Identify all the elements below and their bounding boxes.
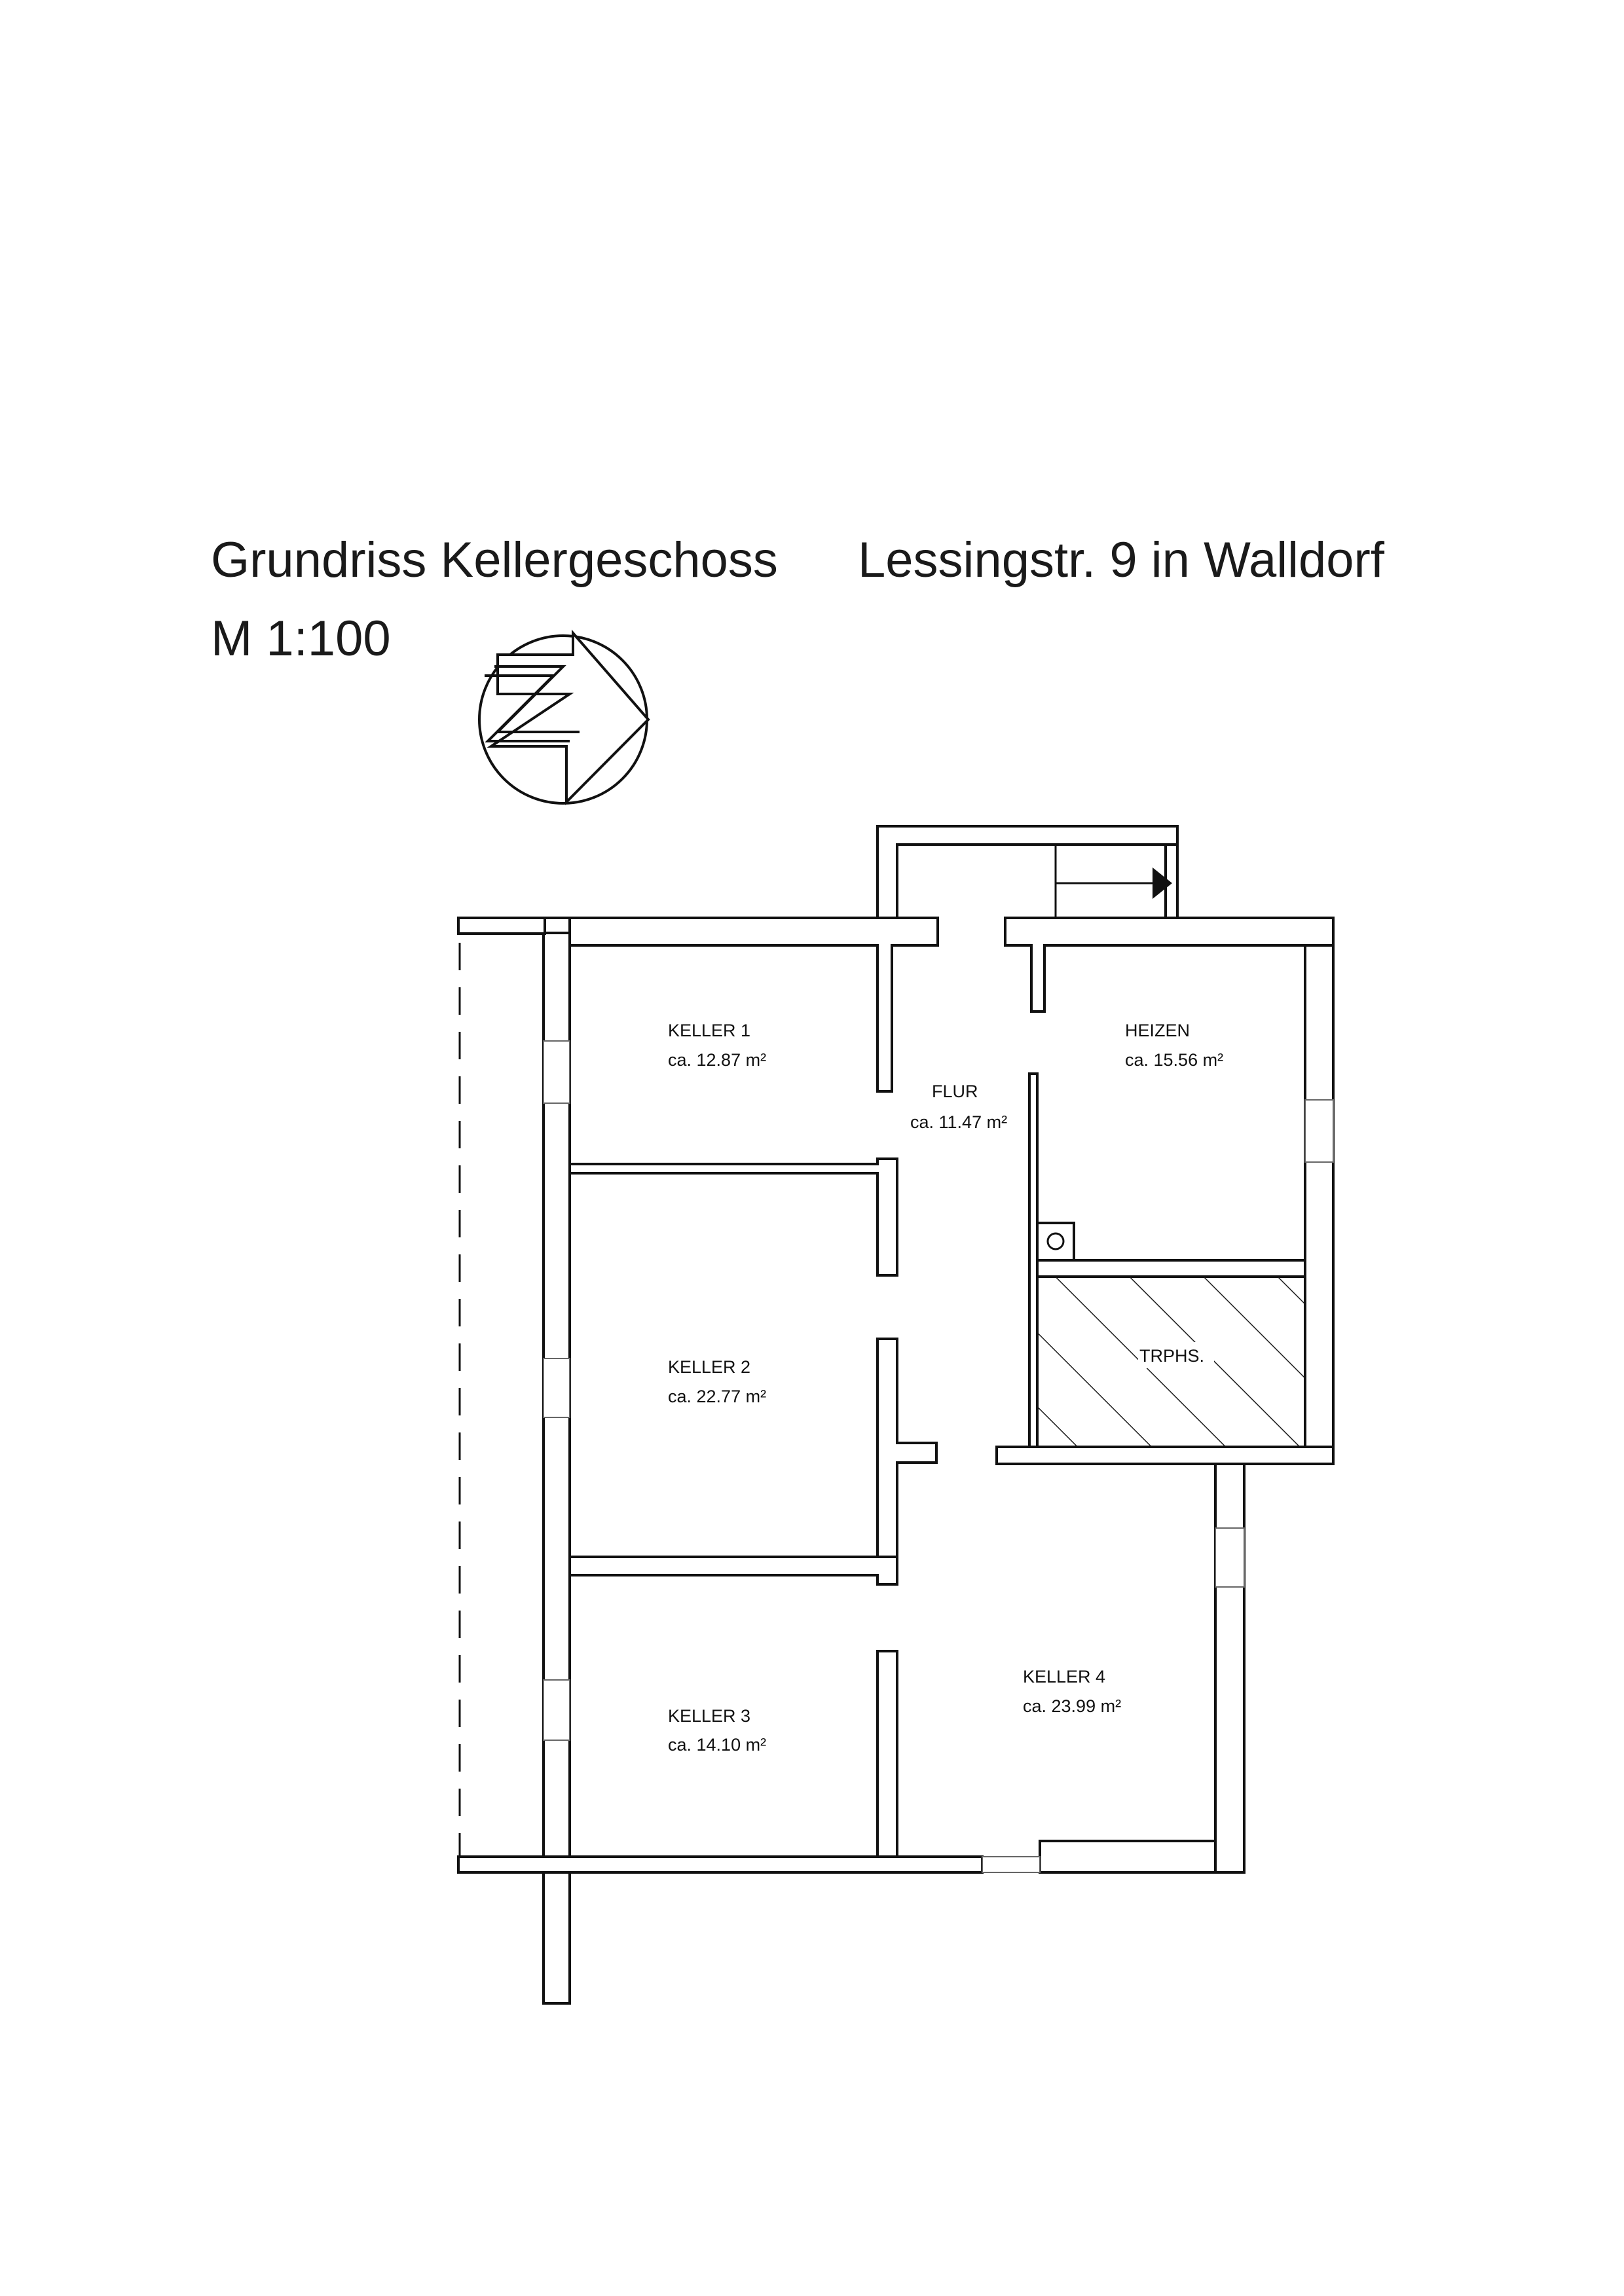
room-flur: FLUR ca. 11.47 m² [910,1082,1007,1132]
room-name: KELLER 1 [668,1021,750,1040]
stair-arrow-icon [1153,867,1172,899]
window-heizen-right [1304,1099,1334,1163]
door-opening-bottom [982,1856,1041,1873]
room-name: HEIZEN [1125,1021,1190,1040]
room-area: ca. 14.10 m² [668,1735,766,1755]
wall-keller3-right [876,1650,898,1858]
wall-bottom-left [457,1855,984,1874]
window-keller4-right [1215,1527,1245,1588]
room-area: ca. 23.99 m² [1023,1696,1121,1716]
window-keller3-left [543,1679,570,1741]
room-name: FLUR [932,1082,978,1101]
plan-address: Lessingstr. 9 in Walldorf [858,532,1384,588]
room-name: KELLER 3 [668,1706,750,1726]
wall-stair-right [1164,843,1179,919]
plan-title: Grundriss Kellergeschoss [211,532,778,588]
wall-left-cap-top [457,917,546,935]
room-heizen: HEIZEN ca. 15.56 m² [1125,1021,1223,1070]
room-keller-4: KELLER 4 ca. 23.99 m² [1023,1667,1121,1716]
room-name: KELLER 2 [668,1357,750,1377]
plan-scale: M 1:100 [211,611,391,666]
wall-heizen-bottom [1028,1259,1306,1278]
window-keller1-left [543,1040,570,1104]
room-keller-2: KELLER 2 ca. 22.77 m² [668,1357,766,1406]
room-area: ca. 12.87 m² [668,1050,766,1070]
room-area: ca. 15.56 m² [1125,1050,1223,1070]
wall-right-upper [1304,917,1335,1465]
north-arrow-icon [478,629,650,805]
wall-top-right [1004,917,1335,1013]
chimney-flue-icon [1046,1232,1065,1250]
wall-right-lower [1214,1463,1246,1874]
room-area: ca. 22.77 m² [668,1387,766,1406]
window-keller2-left [543,1358,570,1418]
room-name: KELLER 4 [1023,1667,1105,1686]
room-trphs: TRPHS. [1138,1342,1214,1368]
room-name: TRPHS. [1139,1346,1204,1366]
wall-bottom-right [1039,1840,1246,1874]
wall-trphs-bottom [995,1446,1335,1465]
room-keller-1: KELLER 1 ca. 12.87 m² [668,1021,766,1070]
room-keller-3: KELLER 3 ca. 14.10 m² [668,1706,766,1755]
wall-keller2-right [876,1338,938,1558]
wall-keller1-bottom [568,1157,898,1277]
wall-keller2-bottom [568,1556,898,1586]
wall-stair-annex [876,825,1179,919]
room-area: ca. 11.47 m² [910,1112,1007,1132]
walls [457,825,1335,2005]
